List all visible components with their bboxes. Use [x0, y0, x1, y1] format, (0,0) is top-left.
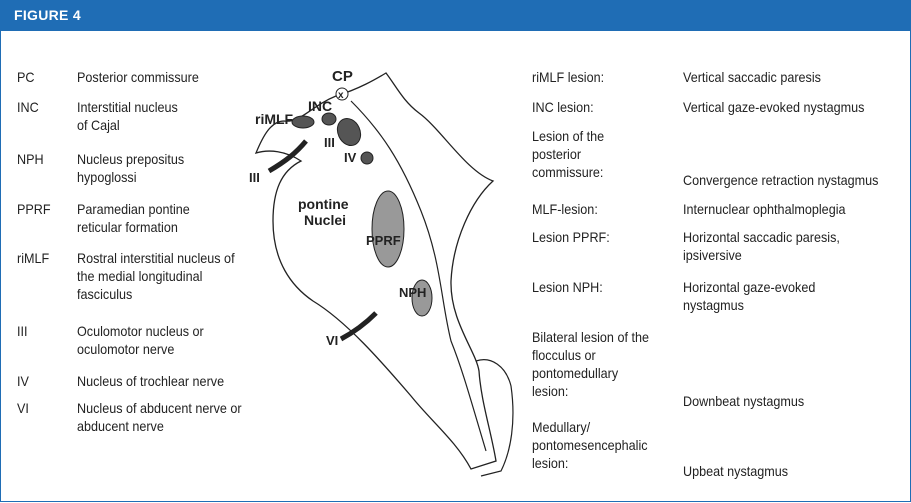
iii-nucleus — [336, 117, 362, 147]
nuclei-label: Nuclei — [304, 212, 346, 228]
lesion-cell: INC lesion: — [532, 99, 594, 115]
effect-cell: Vertical gaze-evoked nystagmus — [683, 99, 865, 115]
legend-abbr: IV — [17, 373, 29, 389]
legend-abbr: NPH — [17, 151, 44, 167]
inc-label: INC — [308, 98, 332, 114]
vi-label: VI — [326, 333, 338, 348]
lesion-cell: Lesion of the posterior commissure: — [532, 128, 605, 180]
effect-cell: Downbeat nystagmus — [683, 393, 805, 409]
figure-header: FIGURE 4 — [1, 1, 910, 31]
lesion-cell: MLF-lesion: — [532, 201, 598, 217]
rimlf-label: riMLF — [255, 111, 294, 127]
lesion-cell: Lesion PPRF: — [532, 229, 610, 245]
commissure-marker — [335, 87, 349, 101]
nph-label: NPH — [399, 285, 426, 300]
iii-nucleus-label: III — [324, 135, 335, 150]
effect-cell: Internuclear ophthalmoplegia — [683, 201, 846, 217]
lesion-cell: Medullary/ pontomesencephalic lesion: — [532, 419, 648, 471]
brainstem-outline — [254, 72, 497, 470]
iii-nerve-label: III — [249, 170, 260, 185]
iv-nucleus — [360, 151, 374, 165]
legend-abbr: INC — [17, 99, 39, 115]
legend-definition: Paramedian pontine reticular formation — [77, 201, 190, 235]
legend-abbr: PC — [17, 69, 35, 85]
abducent-nerve — [339, 311, 378, 342]
pontine-label: pontine — [298, 196, 349, 212]
nph-region — [411, 279, 433, 317]
lesion-cell: riMLF lesion: — [532, 69, 605, 85]
legend-definition: Nucleus of trochlear nerve — [77, 373, 225, 389]
legend-abbr: riMLF — [17, 250, 50, 266]
legend-definition: Nucleus of abducent nerve or abducent ne… — [77, 400, 242, 434]
cp-label: CP — [332, 68, 353, 85]
figure-title: FIGURE 4 — [14, 7, 81, 23]
effect-cell: Convergence retraction nystagmus — [683, 172, 879, 188]
legend-definition: Rostral interstitial nucleus of the medi… — [77, 250, 235, 302]
legend-abbr: III — [17, 323, 28, 339]
pprf-label: PPRF — [366, 233, 401, 248]
fourth-ventricle-line — [350, 100, 487, 452]
legend-abbr: VI — [17, 400, 29, 416]
lesion-cell: Bilateral lesion of the flocculus or pon… — [532, 329, 649, 399]
iv-label: IV — [344, 150, 357, 165]
legend-definition: Posterior commissure — [77, 69, 199, 85]
legend-definition: Interstitial nucleus of Cajal — [77, 99, 178, 133]
pprf-region — [371, 190, 405, 268]
legend-definition: Oculomotor nucleus or oculomotor nerve — [77, 323, 204, 357]
legend-definition: Nucleus prepositus hypoglossi — [77, 151, 185, 185]
lesion-cell: Lesion NPH: — [532, 279, 603, 295]
effect-cell: Vertical saccadic paresis — [683, 69, 821, 85]
effect-cell: Horizontal saccadic paresis, ipsiversive — [683, 229, 840, 263]
inc-nucleus — [321, 112, 337, 126]
legend-abbr: PPRF — [17, 201, 51, 217]
rimlf-nucleus — [291, 115, 315, 129]
effect-cell: Horizontal gaze-evoked nystagmus — [683, 279, 816, 313]
medulla-segment — [475, 359, 514, 477]
commissure-mark: x — [338, 90, 344, 101]
effect-cell: Upbeat nystagmus — [683, 463, 789, 479]
oculomotor-nerve — [267, 139, 308, 174]
